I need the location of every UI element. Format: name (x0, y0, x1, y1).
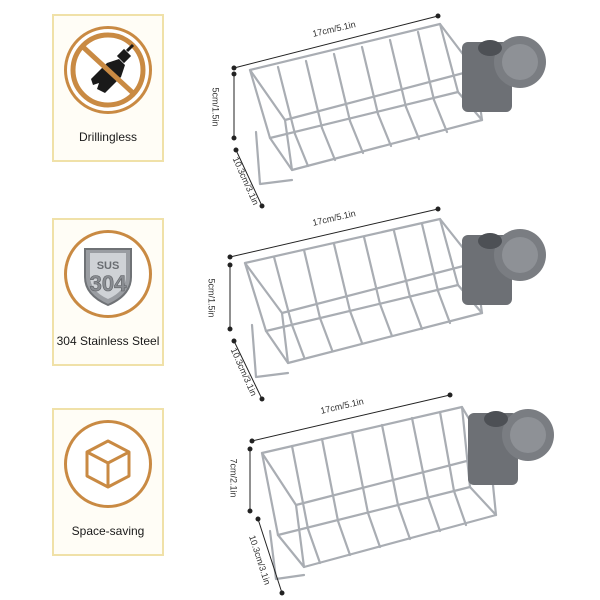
height-dimension: 7cm/2.1in (228, 458, 239, 498)
faucet-clamp (468, 409, 554, 485)
rack-illustration (231, 13, 546, 209)
badge-top-text: SUS (97, 260, 120, 272)
badge-main-text: 304 (90, 271, 127, 296)
no-drill-icon (70, 32, 146, 108)
feature-label: Drillingless (78, 130, 137, 144)
height-dimension: 5cm/1.5in (210, 87, 221, 127)
feature-label: Space-saving (71, 524, 145, 538)
sink-rack-1: 17cm/5.1in 5cm/1.5in 10.3cm/3.1in (200, 10, 600, 209)
feature-card-drillingless: Drillingless (52, 14, 164, 162)
sink-rack-2: 17cm/5.1in 5cm/1.5in 10.3cm/3.1in (200, 205, 600, 402)
feature-card-space-saving: Space-saving (52, 408, 164, 556)
feature-badge (64, 420, 152, 508)
height-dimension: 5cm/1.5in (206, 278, 217, 318)
sus304-shield-icon: SUS 304 (84, 248, 132, 307)
rack-illustration (247, 392, 554, 596)
faucet-clamp (462, 36, 546, 112)
cube-icon (85, 439, 131, 489)
feature-card-stainless-steel: SUS 304 304 Stainless Steel (52, 218, 164, 366)
feature-badge: SUS 304 (64, 230, 152, 318)
faucet-clamp (462, 229, 546, 305)
sink-rack-3: 17cm/5.1in 7cm/2.1in 10.3cm/3.1in (200, 392, 600, 596)
feature-badge (64, 26, 152, 114)
feature-label: 304 Stainless Steel (56, 334, 160, 348)
rack-illustration (227, 206, 546, 402)
